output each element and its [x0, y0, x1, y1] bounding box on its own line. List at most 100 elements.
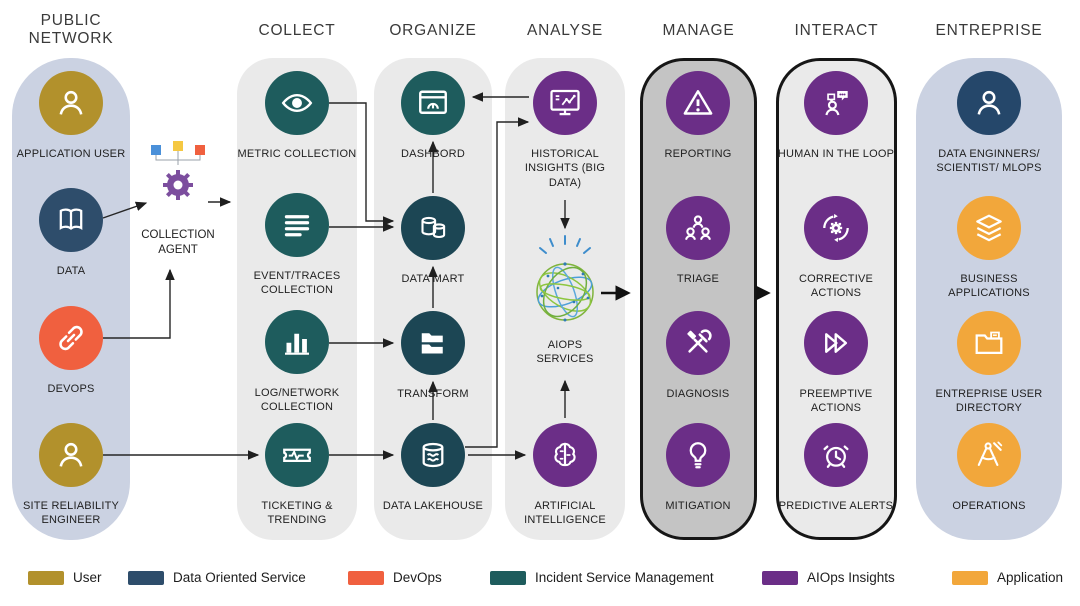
node-label: CORRECTIVE ACTIONS [798, 273, 874, 300]
node-label: LOG/NETWORK COLLECTION [254, 387, 340, 414]
event-lines-icon [279, 207, 315, 243]
column-header-entreprise: ENTREPRISE [935, 22, 1043, 39]
person-chat-icon [818, 85, 854, 121]
node-label: MITIGATION [665, 500, 731, 512]
node-label: SITE RELIABILITY ENGINEER [22, 500, 120, 527]
node-transform [401, 311, 465, 375]
node-diagnosis [666, 311, 730, 375]
legend-swatch [28, 570, 64, 585]
fast-forward-icon [818, 325, 854, 361]
legend-label: Incident Service Management [535, 570, 714, 585]
node-ticketing-trending [265, 423, 329, 487]
node-label: TRIAGE [676, 273, 720, 285]
node-label: DATA LAKEHOUSE [382, 500, 484, 512]
column-header-organize: ORGANIZE [389, 22, 477, 39]
column-header-collect: COLLECT [258, 22, 336, 39]
collection-agent-label: COLLECTION AGENT [141, 229, 215, 256]
node-label: HUMAN IN THE LOOP [777, 148, 895, 160]
people-group-icon [680, 210, 716, 246]
node-business-applications [957, 196, 1021, 260]
node-label: REPORTING [664, 148, 732, 160]
node-label: METRIC COLLECTION [237, 148, 357, 160]
column-header-public-network: PUBLIC NETWORK [28, 12, 114, 47]
legend-item-devops: DevOps [348, 570, 442, 585]
node-label: ENTREPRISE USER DIRECTORY [935, 388, 1043, 415]
alarm-clock-icon [818, 437, 854, 473]
brain-icon [547, 437, 583, 473]
node-label: APPLICATION USER [16, 148, 126, 160]
node-label: ARTIFICIAL INTELLIGENCE [524, 500, 606, 527]
node-label: DATA [56, 265, 86, 277]
gear-cycle-icon [818, 210, 854, 246]
node-label: TRANSFORM [397, 388, 469, 400]
node-site-reliability-engineer [39, 423, 103, 487]
node-triage [666, 196, 730, 260]
aiops-sphere-icon [520, 230, 610, 335]
legend-item-aiops-insights: AIOps Insights [762, 570, 895, 585]
node-data-engineers [957, 71, 1021, 135]
ticket-icon [279, 437, 315, 473]
link-icon [53, 320, 89, 356]
node-artificial-intelligence [533, 423, 597, 487]
tools-icon [680, 325, 716, 361]
user-icon [53, 85, 89, 121]
legend-label: Data Oriented Service [173, 570, 306, 585]
node-event-traces-collection [265, 193, 329, 257]
legend-label: Application [997, 570, 1064, 585]
node-reporting [666, 71, 730, 135]
node-label: DEVOPS [47, 383, 95, 395]
node-mitigation [666, 423, 730, 487]
node-dashbord [401, 71, 465, 135]
legend-swatch [952, 570, 988, 585]
node-entreprise-user-directory [957, 311, 1021, 375]
node-label: TICKETING & TRENDING [261, 500, 333, 527]
legend-swatch [348, 570, 384, 585]
node-application-user [39, 71, 103, 135]
node-devops [39, 306, 103, 370]
folder-doc-icon [971, 325, 1007, 361]
node-label: EVENT/TRACES COLLECTION [253, 270, 341, 297]
layers-icon [971, 210, 1007, 246]
node-corrective-actions [804, 196, 868, 260]
node-label: DIAGNOSIS [666, 388, 730, 400]
node-label: PREDICTIVE ALERTS [778, 500, 894, 512]
database-pair-icon [415, 210, 451, 246]
book-data-icon [53, 202, 89, 238]
node-label: DATA MART [401, 273, 465, 285]
legend-swatch [490, 570, 526, 585]
legend-item-application: Application [952, 570, 1063, 585]
legend-label: User [73, 570, 102, 585]
legend-item-data-oriented-service: Data Oriented Service [128, 570, 306, 585]
database-waves-icon [415, 437, 451, 473]
legend-label: DevOps [393, 570, 442, 585]
node-human-in-the-loop [804, 71, 868, 135]
node-data-mart [401, 196, 465, 260]
lightbulb-icon [680, 437, 716, 473]
column-header-manage: MANAGE [662, 22, 735, 39]
bar-chart-icon [279, 324, 315, 360]
node-data [39, 188, 103, 252]
node-data-lakehouse [401, 423, 465, 487]
folder-stack-icon [415, 325, 451, 361]
collection-agent-gear-icon [143, 140, 213, 211]
node-label: BUSINESS APPLICATIONS [948, 273, 1030, 300]
legend-item-user: User [28, 570, 102, 585]
user-icon [53, 437, 89, 473]
eye-icon [279, 85, 315, 121]
user-icon [971, 85, 1007, 121]
node-preemptive-actions [804, 311, 868, 375]
monitor-chart-icon [547, 85, 583, 121]
node-label: DATA ENGINNERS/ SCIENTIST/ MLOPS [936, 148, 1042, 175]
node-label: AIOPS SERVICES [536, 339, 594, 366]
node-label: HISTORICAL INSIGHTS (BIG DATA) [524, 148, 606, 189]
legend-swatch [762, 570, 798, 585]
column-header-interact: INTERACT [794, 22, 879, 39]
node-metric-collection [265, 71, 329, 135]
compass-tools-icon [971, 437, 1007, 473]
node-predictive-alerts [804, 423, 868, 487]
column-header-analyse: ANALYSE [527, 22, 603, 39]
node-label: PREEMPTIVE ACTIONS [799, 388, 873, 415]
node-label: OPERATIONS [952, 500, 1026, 512]
dashboard-icon [415, 85, 451, 121]
